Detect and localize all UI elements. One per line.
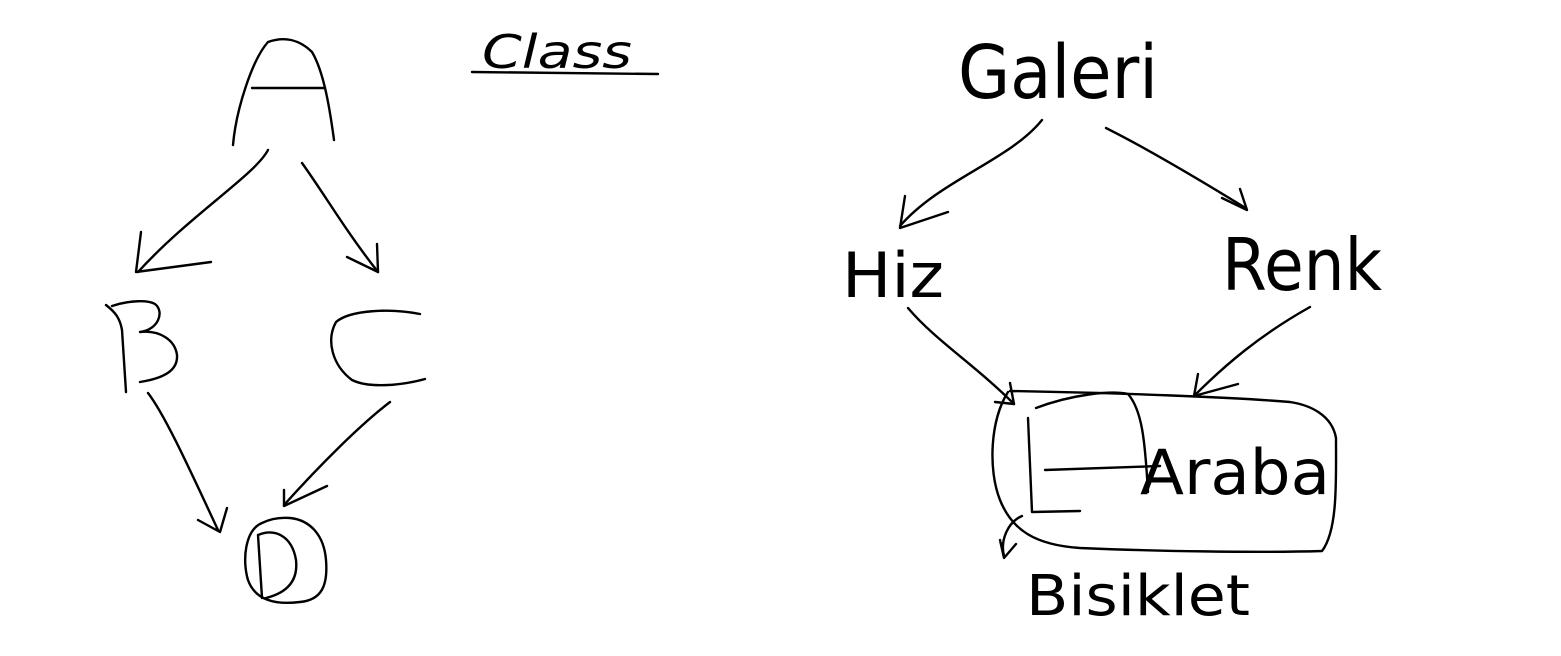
- node-d-outer: [243, 516, 328, 604]
- node-d-label: D: [251, 507, 320, 612]
- edge-renk-araba: [1192, 305, 1312, 398]
- edge-a-c-line: [300, 161, 380, 274]
- right-graph: Galeri Hiz Renk: [842, 30, 1382, 629]
- node-hiz-label: Hiz: [842, 239, 944, 312]
- edge-a-b-line: [136, 148, 270, 274]
- edge-a-c-arrowhead: [345, 242, 380, 274]
- node-araba-a-glyph: [1026, 391, 1162, 514]
- edge-galeri-hiz: [898, 118, 1044, 230]
- node-b-outline: [104, 300, 179, 394]
- edge-b-d-line: [146, 391, 220, 532]
- node-d-inner: [256, 531, 298, 600]
- edge-araba-bisiklet-line: [1001, 514, 1024, 558]
- title-label: Class: [482, 25, 632, 79]
- edge-renk-araba-arrowhead: [1192, 372, 1240, 398]
- node-b-label: B: [109, 287, 171, 392]
- edge-hiz-araba: [906, 306, 1016, 406]
- edge-renk-araba-line: [1192, 305, 1312, 398]
- edge-galeri-renk: [1104, 126, 1249, 212]
- node-d: D: [243, 507, 328, 612]
- edge-araba-bisiklet: [998, 514, 1024, 560]
- node-araba-label: Araba: [1140, 436, 1330, 509]
- node-bisiklet-label: Bisiklet: [1026, 564, 1250, 629]
- edge-c-d: [282, 400, 392, 508]
- edge-b-d: [146, 391, 229, 534]
- edge-galeri-hiz-line: [898, 118, 1044, 228]
- node-renk: Renk: [1222, 223, 1382, 307]
- edge-galeri-hiz-arrowhead: [898, 194, 950, 230]
- node-c-label: C: [345, 292, 408, 397]
- node-bisiklet: Bisiklet: [1026, 564, 1250, 629]
- node-hiz: Hiz: [842, 239, 944, 312]
- node-c: C: [330, 292, 427, 397]
- node-galeri-label: Galeri: [958, 30, 1158, 116]
- title-group: Class: [470, 25, 660, 79]
- node-a-outline: [231, 38, 336, 147]
- edge-araba-bisiklet-arrowhead: [998, 538, 1018, 560]
- edge-c-d-arrowhead: [282, 484, 329, 508]
- edge-a-c: [300, 161, 380, 274]
- title-underline: [470, 70, 660, 76]
- node-a-label: A: [252, 37, 314, 142]
- edge-b-d-arrowhead: [196, 506, 229, 534]
- node-renk-label: Renk: [1222, 223, 1382, 307]
- node-b: B: [104, 287, 179, 394]
- node-a: A: [231, 37, 336, 147]
- edge-a-b: [134, 148, 270, 274]
- node-c-outline: [330, 309, 427, 387]
- node-araba: Araba: [991, 389, 1338, 553]
- edge-c-d-line: [282, 400, 392, 507]
- edge-galeri-renk-line: [1104, 126, 1246, 209]
- edge-hiz-araba-line: [906, 306, 1016, 406]
- node-araba-enclosure: [991, 389, 1338, 553]
- edge-a-b-arrowhead: [134, 230, 213, 274]
- left-graph: A B C: [104, 37, 427, 612]
- edge-galeri-renk-arrowhead: [1220, 187, 1249, 212]
- node-galeri: Galeri: [958, 30, 1158, 116]
